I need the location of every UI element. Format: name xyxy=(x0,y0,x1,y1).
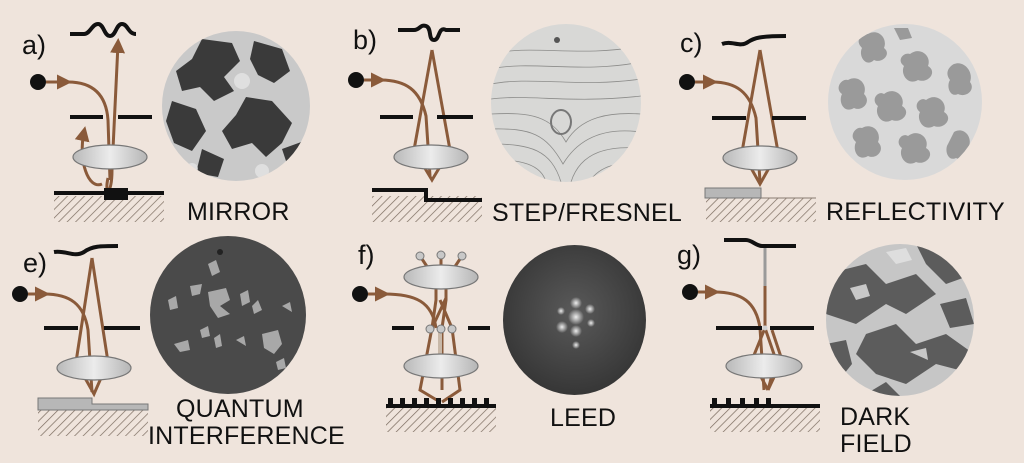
panel-letter: e) xyxy=(23,248,48,278)
panel-f-leed: f) xyxy=(352,230,670,463)
caption-line: REFLECTIVITY xyxy=(826,198,1005,226)
quantum-interference-micrograph xyxy=(150,236,306,394)
step-fresnel-contrast-micrograph xyxy=(491,24,641,182)
caption-line: DARK xyxy=(840,403,911,431)
caption-line: LEED xyxy=(550,404,617,432)
caption-line: INTERFERENCE xyxy=(148,422,345,450)
caption-line: STEP/FRESNEL xyxy=(492,199,682,227)
panel-b-step-fresnel: b) STEP/FRESNEL xyxy=(340,0,682,230)
leed-schematic xyxy=(352,250,496,432)
reflectivity-contrast-micrograph xyxy=(828,24,982,180)
panel-caption: LEED xyxy=(550,405,616,432)
dark-field-micrograph xyxy=(826,244,974,396)
caption-line: FIELD xyxy=(840,430,912,458)
panel-caption: MIRROR xyxy=(187,199,290,226)
caption-line: MIRROR xyxy=(187,198,290,226)
reflectivity-schematic xyxy=(679,34,816,222)
panel-caption: QUANTUM INTERFERENCE xyxy=(148,396,345,450)
mirror-contrast-micrograph xyxy=(162,31,310,181)
panel-letter: c) xyxy=(680,28,703,58)
panel-c-reflectivity: c) RE xyxy=(670,0,1024,230)
panel-g-dark-field: g) xyxy=(670,230,1024,463)
panel-caption: STEP/FRESNEL xyxy=(492,200,682,227)
panel-letter: b) xyxy=(353,25,378,55)
panel-e-quantum-interference: e) QUANTUM INTERFERENCE xyxy=(0,230,360,463)
leed-diffraction-pattern xyxy=(503,245,646,395)
panel-letter: a) xyxy=(22,30,47,60)
panel-letter: f) xyxy=(358,240,375,270)
panel-caption: REFLECTIVITY xyxy=(826,199,1005,226)
caption-line: QUANTUM xyxy=(176,395,304,423)
step-fresnel-schematic xyxy=(348,23,482,222)
quantum-interference-schematic xyxy=(12,244,149,436)
mirror-mode-schematic xyxy=(30,21,164,222)
dark-field-schematic xyxy=(682,238,820,432)
panel-caption: DARK FIELD xyxy=(840,404,912,458)
panel-a-mirror: a) MIRROR xyxy=(0,0,340,230)
panel-letter: g) xyxy=(677,240,702,270)
